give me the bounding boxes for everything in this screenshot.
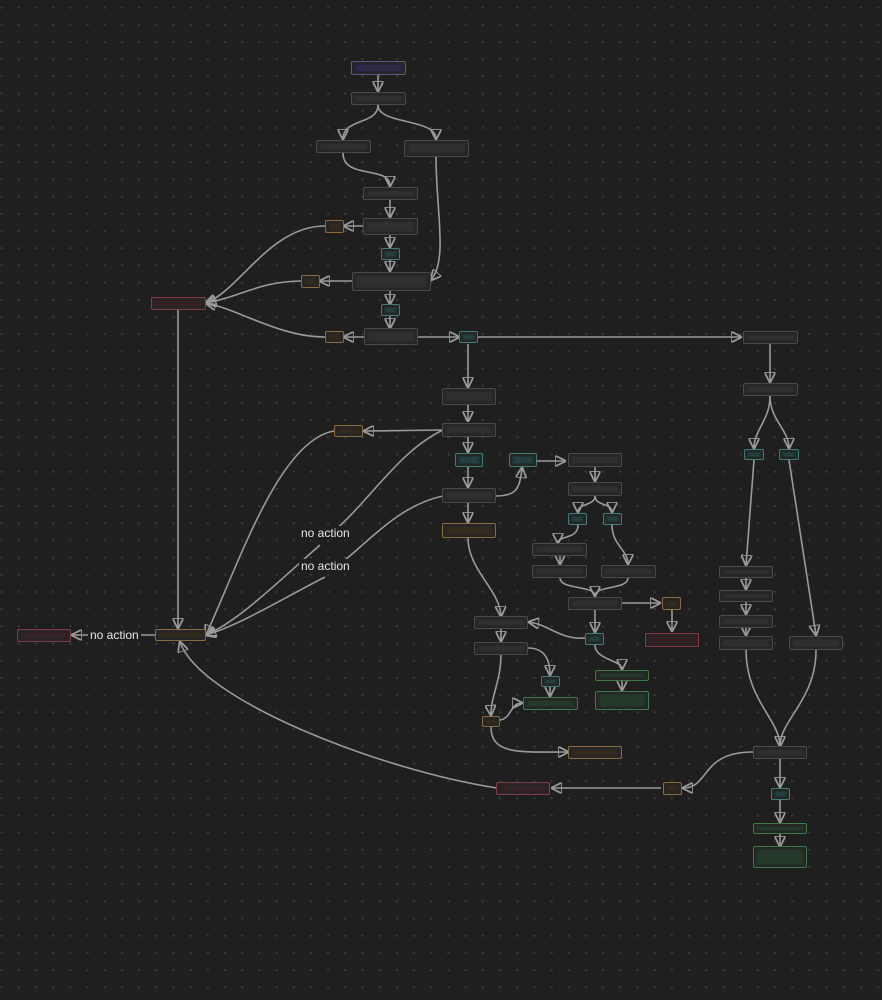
terminal-error-node[interactable] — [17, 629, 71, 642]
process-node[interactable] — [316, 140, 371, 153]
warning-node[interactable] — [568, 746, 622, 759]
process-node[interactable] — [442, 488, 496, 503]
edge-label-no-action: no action — [299, 526, 352, 540]
success-node-final[interactable] — [753, 846, 807, 868]
start-node[interactable] — [351, 61, 406, 75]
process-node[interactable] — [532, 543, 587, 556]
check-node[interactable] — [779, 449, 799, 460]
check-node[interactable] — [603, 513, 622, 525]
error-node[interactable] — [496, 782, 550, 795]
success-node[interactable] — [753, 823, 807, 834]
process-node[interactable] — [442, 388, 496, 405]
check-node[interactable] — [455, 453, 483, 467]
check-node[interactable] — [744, 449, 764, 460]
process-node[interactable] — [719, 566, 773, 578]
warning-node[interactable] — [442, 523, 496, 538]
check-node[interactable] — [568, 513, 587, 525]
check-node[interactable] — [509, 453, 537, 467]
process-node[interactable] — [743, 331, 798, 344]
error-node[interactable] — [645, 633, 699, 647]
check-node[interactable] — [381, 304, 400, 316]
process-node[interactable] — [532, 565, 587, 578]
process-node[interactable] — [474, 642, 528, 655]
warning-node[interactable] — [334, 425, 363, 437]
warning-node[interactable] — [662, 597, 681, 610]
process-node[interactable] — [719, 636, 773, 650]
process-node[interactable] — [442, 423, 496, 437]
success-node[interactable] — [523, 697, 578, 710]
merge-node[interactable] — [753, 746, 807, 759]
process-node[interactable] — [601, 565, 656, 578]
process-node[interactable] — [351, 92, 406, 105]
process-node[interactable] — [474, 616, 528, 629]
process-node[interactable] — [719, 615, 773, 628]
edge-label-no-action: no action — [88, 628, 141, 642]
warning-node[interactable] — [325, 220, 344, 233]
check-node[interactable] — [381, 248, 400, 260]
fallback-node[interactable] — [155, 629, 206, 641]
process-node[interactable] — [404, 140, 469, 157]
check-node[interactable] — [771, 788, 790, 800]
error-node[interactable] — [151, 297, 206, 310]
success-node-final[interactable] — [595, 691, 649, 710]
process-node[interactable] — [568, 453, 622, 467]
process-node[interactable] — [363, 218, 418, 235]
success-node[interactable] — [595, 670, 649, 681]
process-node[interactable] — [568, 482, 622, 496]
process-node[interactable] — [352, 272, 431, 291]
edge-label-no-action: no action — [299, 559, 352, 573]
warning-node[interactable] — [482, 716, 500, 727]
warning-node[interactable] — [301, 275, 320, 288]
check-node[interactable] — [541, 676, 560, 687]
process-node[interactable] — [789, 636, 843, 650]
process-node[interactable] — [364, 328, 418, 345]
process-node[interactable] — [743, 383, 798, 396]
process-node[interactable] — [719, 590, 773, 602]
warning-node[interactable] — [663, 782, 682, 795]
process-node[interactable] — [363, 187, 418, 200]
warning-node[interactable] — [325, 331, 344, 343]
check-node[interactable] — [459, 331, 478, 343]
process-node[interactable] — [568, 597, 622, 610]
check-node[interactable] — [585, 633, 604, 645]
